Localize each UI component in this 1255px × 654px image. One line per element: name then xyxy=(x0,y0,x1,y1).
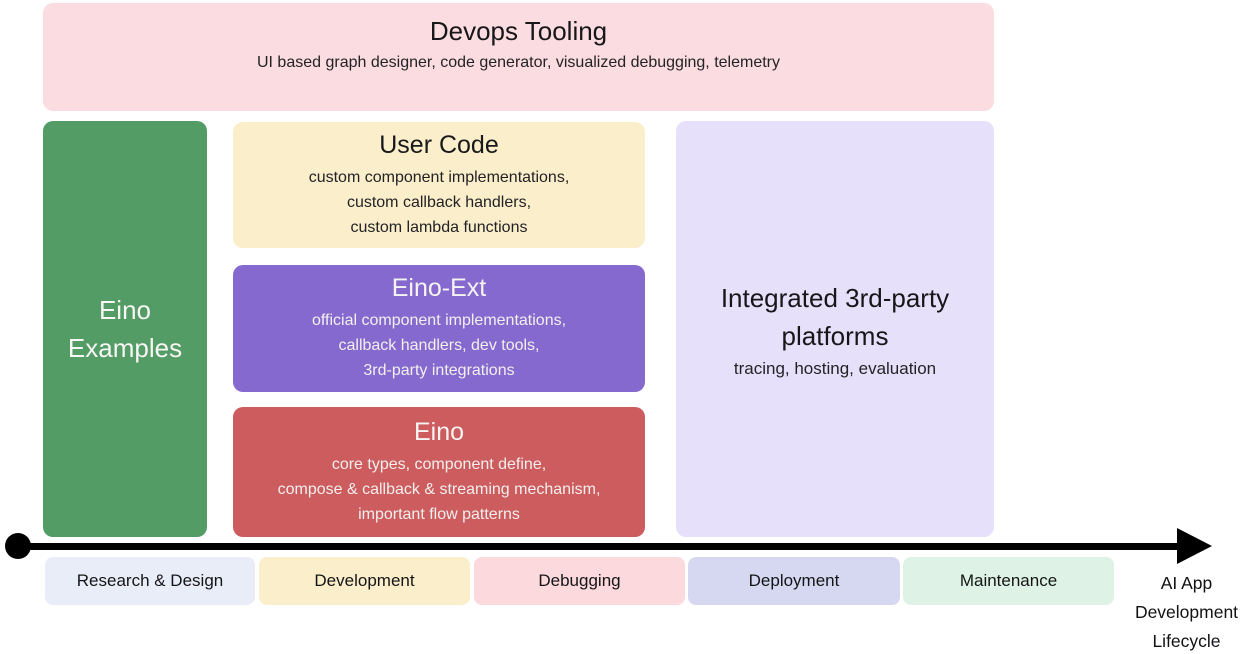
devops-tooling-title: Devops Tooling xyxy=(429,16,608,46)
phase-label: Research & Design xyxy=(76,571,224,590)
user-code-title: User Code xyxy=(379,130,499,159)
phase-maintenance: Maintenance xyxy=(903,557,1114,605)
phase-deployment: Deployment xyxy=(688,557,900,605)
phase-development: Development xyxy=(259,557,470,605)
eino-ext-box: Eino-Ext official component implementati… xyxy=(233,265,645,392)
lifecycle-axis-label: AI App Development Lifecycle xyxy=(1134,573,1239,651)
eino-examples-title: Eino Examples xyxy=(67,295,183,363)
devops-tooling-box: Devops Tooling UI based graph designer, … xyxy=(43,3,994,111)
user-code-details: custom component implementations, custom… xyxy=(308,168,570,236)
eino-examples-box: Eino Examples xyxy=(43,121,207,537)
phase-research-design: Research & Design xyxy=(45,557,255,605)
timeline-axis-line xyxy=(18,543,1180,550)
eino-core-details: core types, component define, compose & … xyxy=(277,455,601,523)
phase-label: Maintenance xyxy=(959,571,1058,590)
third-party-platforms-title: Integrated 3rd-party platforms xyxy=(720,283,950,351)
eino-core-box: Eino core types, component define, compo… xyxy=(233,407,645,537)
eino-core-title: Eino xyxy=(413,417,465,446)
arrow-right-icon xyxy=(1177,528,1212,564)
user-code-box: User Code custom component implementatio… xyxy=(233,122,645,248)
third-party-platforms-box: Integrated 3rd-party platforms tracing, … xyxy=(676,121,994,537)
phase-debugging: Debugging xyxy=(474,557,685,605)
eino-ext-details: official component implementations, call… xyxy=(311,312,567,379)
phase-label: Debugging xyxy=(538,571,621,590)
phase-label: Development xyxy=(314,571,415,590)
devops-tooling-subtitle: UI based graph designer, code generator,… xyxy=(256,54,780,71)
phase-label: Deployment xyxy=(748,571,840,590)
eino-ext-title: Eino-Ext xyxy=(391,274,487,302)
third-party-platforms-subtitle: tracing, hosting, evaluation xyxy=(733,359,937,378)
